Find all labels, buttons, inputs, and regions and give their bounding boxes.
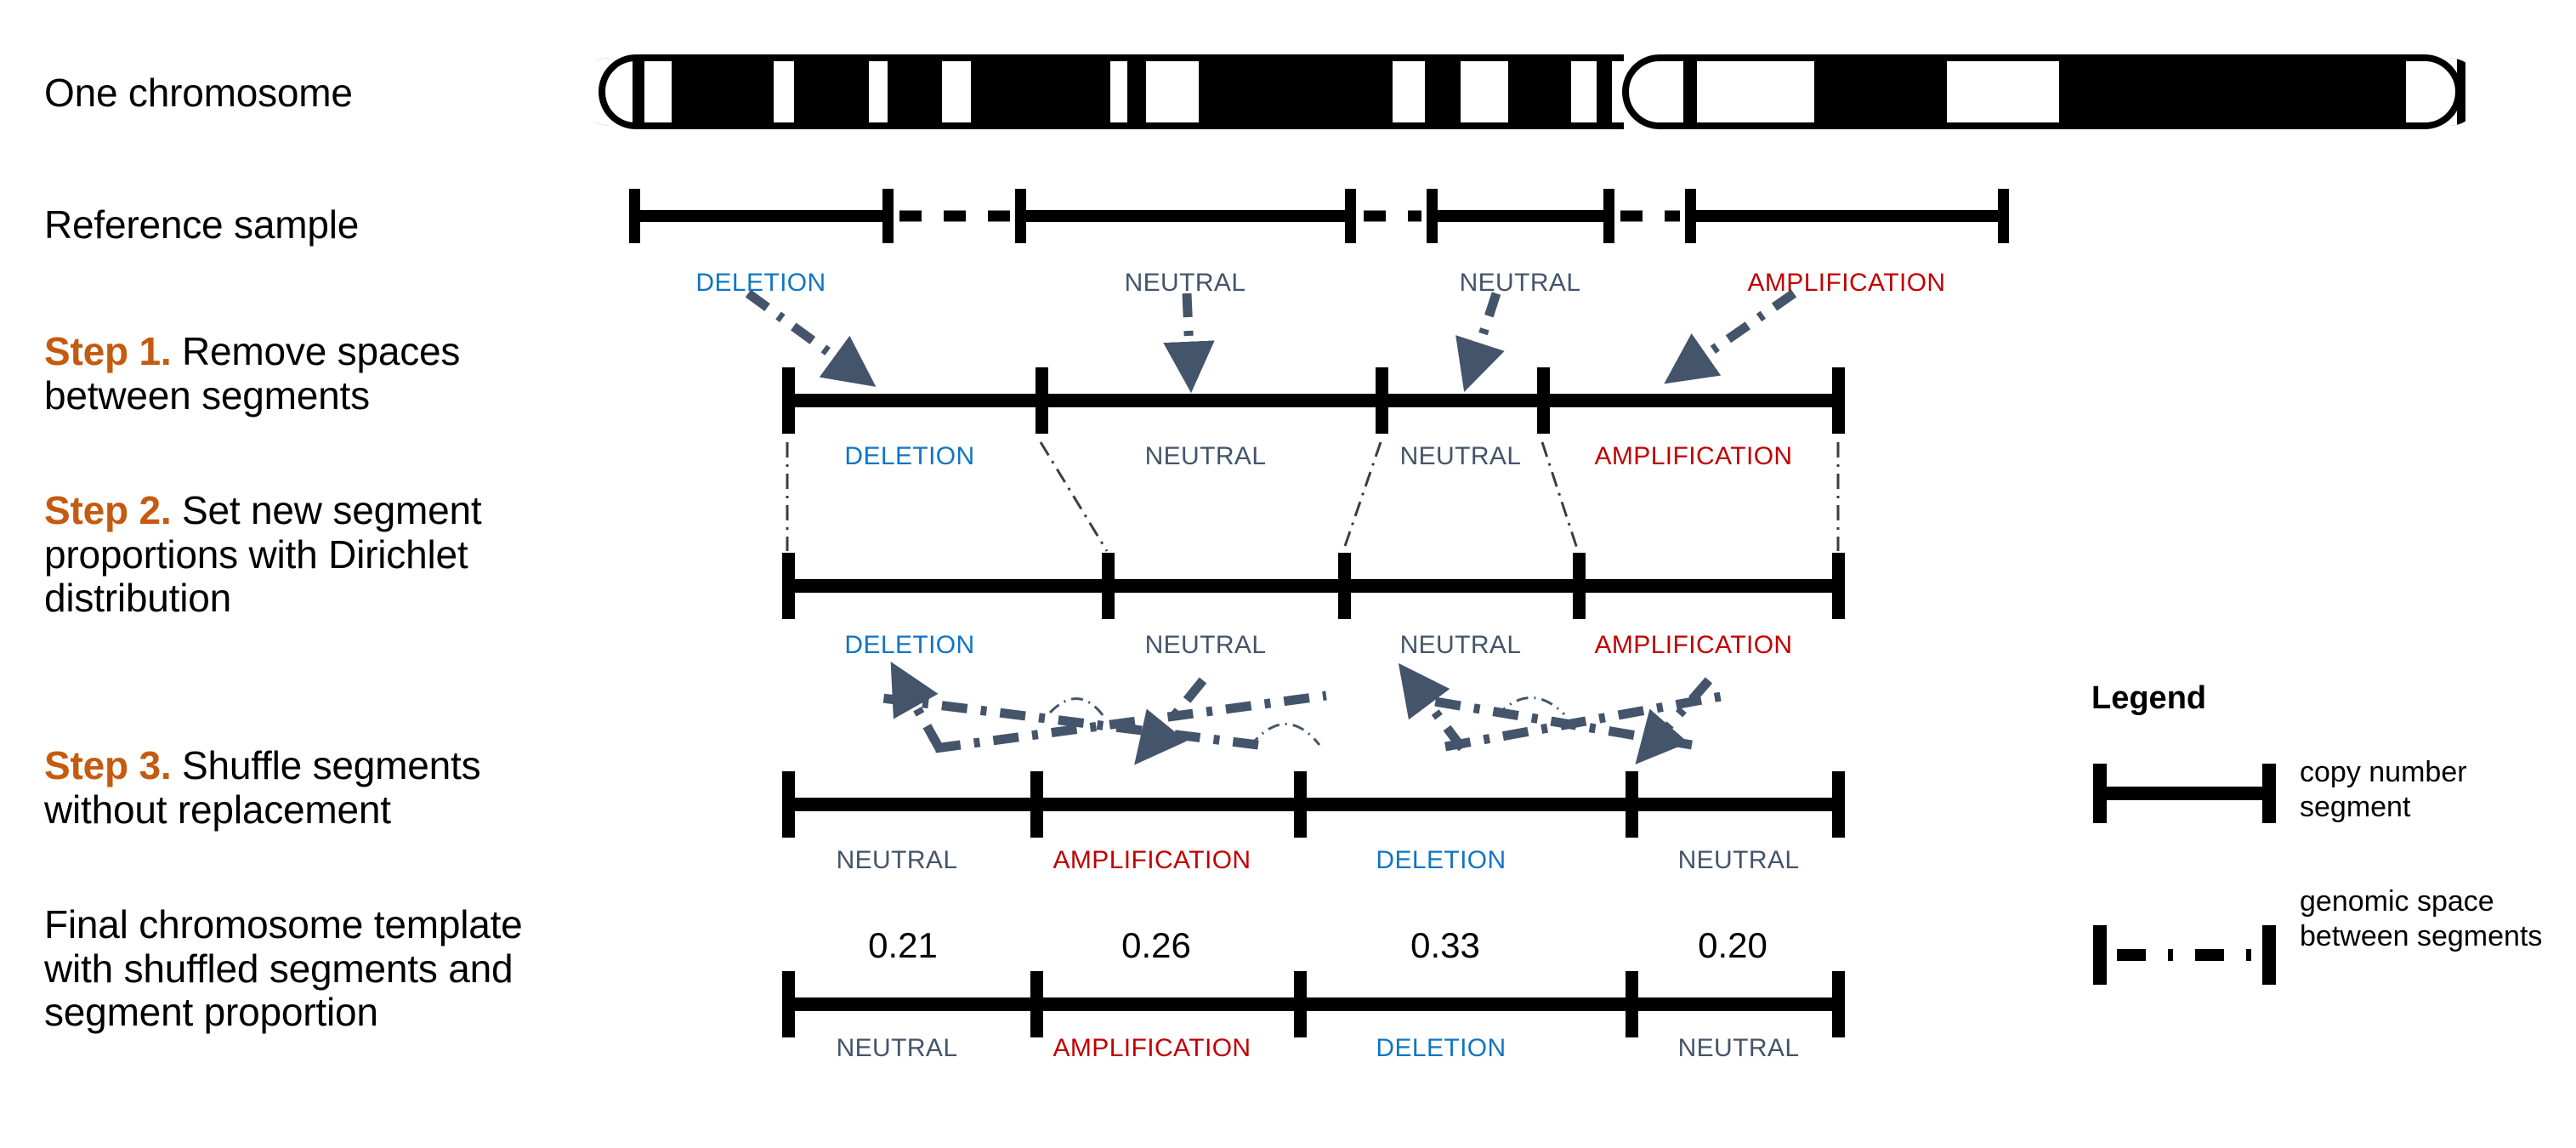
chromosome-p-arm bbox=[595, 58, 1624, 126]
step-3-text-line2: without replacement bbox=[44, 787, 391, 832]
final-segment-label-3: DELETION bbox=[1376, 1034, 1506, 1062]
step1-segment-label-2: NEUTRAL bbox=[1144, 442, 1267, 470]
step-1-label: Step 1. Remove spaces between segments bbox=[44, 329, 461, 418]
final-proportion-4: 0.20 bbox=[1698, 925, 1767, 965]
reference-segment-label-3: NEUTRAL bbox=[1459, 269, 1581, 297]
step2-track bbox=[782, 553, 1845, 619]
final-proportion-3: 0.33 bbox=[1410, 925, 1480, 965]
shuffle-cross-lines bbox=[875, 691, 1727, 753]
shuffle-cross-arcs bbox=[1048, 696, 1566, 747]
reference-segment-label-2: NEUTRAL bbox=[1124, 269, 1246, 297]
step1-segment-label-3: NEUTRAL bbox=[1399, 442, 1522, 470]
step2-connectors bbox=[786, 441, 1840, 552]
reference-sample-track bbox=[629, 189, 2009, 243]
step-3-keyword: Step 3. bbox=[44, 743, 172, 787]
chromosome-p-arm-outline bbox=[599, 54, 1624, 129]
step-1-keyword: Step 1. bbox=[44, 329, 172, 373]
final-proportion-1: 0.21 bbox=[868, 925, 938, 965]
step3-segment-label-4: NEUTRAL bbox=[1677, 846, 1800, 874]
legend-copy-number-segment-icon bbox=[2093, 764, 2276, 823]
row-label-one-chromosome: One chromosome bbox=[44, 71, 353, 115]
row-label-reference-sample: Reference sample bbox=[44, 202, 360, 247]
final-segment-label-1: NEUTRAL bbox=[836, 1034, 958, 1062]
step-2-label: Step 2. Set new segment proportions with… bbox=[44, 488, 482, 621]
legend-item-copy-number-segment: copy number segment bbox=[2300, 756, 2467, 824]
reference-segment-label-1: DELETION bbox=[695, 269, 826, 297]
final-proportion-2: 0.26 bbox=[1121, 925, 1191, 965]
step2-segment-label-1: DELETION bbox=[844, 631, 975, 659]
step-3-text: Shuffle segments bbox=[171, 743, 481, 787]
step-3-label: Step 3. Shuffle segments without replace… bbox=[44, 743, 481, 832]
step2-segment-label-2: NEUTRAL bbox=[1144, 631, 1267, 659]
step-1-text: Remove spaces bbox=[171, 329, 461, 373]
step2-segment-label-3: NEUTRAL bbox=[1399, 631, 1522, 659]
step2-segment-label-4: AMPLIFICATION bbox=[1594, 631, 1793, 659]
final-template-label: Final chromosome template with shuffled … bbox=[44, 902, 523, 1035]
step3-track bbox=[782, 771, 1845, 838]
final-text-line1: Final chromosome template bbox=[44, 902, 523, 946]
legend-genomic-space-icon bbox=[2093, 925, 2276, 985]
step3-segment-label-3: DELETION bbox=[1376, 846, 1506, 874]
final-segment-label-2: AMPLIFICATION bbox=[1053, 1034, 1251, 1062]
legend-item-genomic-space: genomic space between segments bbox=[2300, 885, 2543, 953]
step1-segment-label-4: AMPLIFICATION bbox=[1594, 442, 1793, 470]
step1-arrows bbox=[745, 289, 1797, 394]
step-2-keyword: Step 2. bbox=[44, 488, 172, 532]
step-1-text-line2: between segments bbox=[44, 372, 370, 418]
step-2-text-line2: proportions with Dirichlet bbox=[44, 531, 468, 577]
chromosome-q-arm bbox=[1649, 58, 2465, 126]
step3-segment-label-2: AMPLIFICATION bbox=[1053, 846, 1251, 874]
final-text-line3: segment proportion bbox=[44, 990, 378, 1035]
final-text-line2: with shuffled segments and bbox=[44, 946, 513, 991]
chromosome-q-arm-outline bbox=[1622, 54, 2462, 129]
step-2-text-line3: distribution bbox=[44, 576, 232, 621]
reference-segment-label-4: AMPLIFICATION bbox=[1747, 269, 1946, 297]
step1-track bbox=[782, 367, 1845, 434]
legend-title: Legend bbox=[2091, 680, 2207, 716]
step1-segment-label-1: DELETION bbox=[844, 442, 975, 470]
final-track bbox=[782, 971, 1845, 1037]
step3-segment-label-1: NEUTRAL bbox=[836, 846, 958, 874]
final-segment-label-4: NEUTRAL bbox=[1677, 1034, 1800, 1062]
step-2-text: Set new segment bbox=[171, 488, 482, 532]
